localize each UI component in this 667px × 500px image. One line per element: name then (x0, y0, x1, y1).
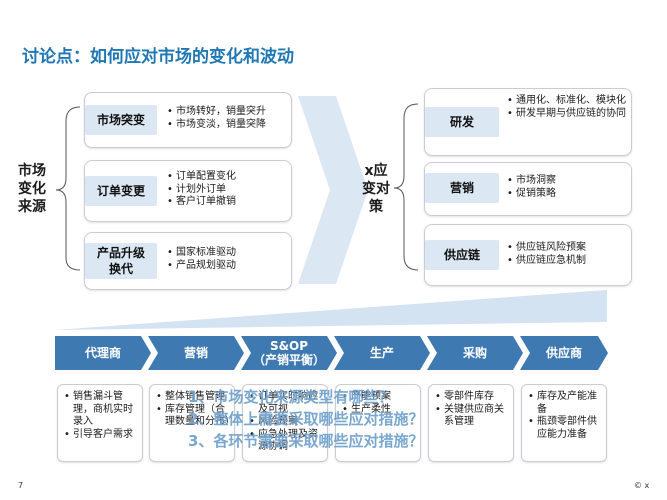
source-bullets-product: 国家标准驱动 产品规划驱动 (167, 247, 289, 272)
list-item: 通用化、标准化、模块化 (507, 95, 627, 108)
source-card-order: 订单变更 订单配置变化 计划外订单 客户订单撤销 (84, 160, 292, 222)
source-side-label-l3: 来源 (18, 199, 46, 215)
list-item: 关键供应商关系管理 (435, 404, 509, 429)
list-item: 市场变淡，销量突降 (167, 119, 289, 132)
funnel-shape (55, 290, 607, 330)
response-tag-supplychain: 供应链 (425, 240, 499, 270)
list-item: 供应链应急机制 (507, 255, 627, 268)
list-item: 客户订单撤销 (167, 196, 289, 209)
center-arrow-fill (298, 96, 362, 284)
process-bullets-sop: 订单实时响应及可视 风险预案 应急处理及资源协调 (249, 391, 323, 454)
list-item: 产品规划驱动 (167, 260, 289, 273)
list-item: 订单配置变化 (167, 171, 289, 184)
source-side-label-l1: 市场 (18, 163, 46, 179)
process-step-purchase: 采购 (427, 336, 523, 370)
process-step-agent: 代理商 (55, 336, 151, 370)
list-item: 供应链风险预案 (507, 242, 627, 255)
source-tag-product-l2: 换代 (108, 262, 133, 276)
process-card-marketing: 整体销售管理 库存管理（合理数量和分布） (149, 384, 235, 462)
list-item: 市场转好，销量突升 (167, 106, 289, 119)
response-side-label-l3: 策 (369, 199, 383, 215)
list-item: 生产柔性 (342, 404, 416, 417)
list-item: 订单实时响应及可视 (249, 391, 323, 416)
response-bullets-supplychain: 供应链风险预案 供应链应急机制 (507, 242, 627, 267)
source-bullets-market: 市场转好，销量突升 市场变淡，销量突降 (167, 106, 289, 131)
list-item: 计划外订单 (167, 184, 289, 197)
list-item: 国家标准驱动 (167, 247, 289, 260)
copyright-mark: © x (634, 481, 650, 490)
response-side-label-l1: x应 (364, 163, 388, 179)
list-item: 整体销售管理 (156, 391, 230, 404)
response-side-label: x应 变对 策 (354, 162, 398, 216)
process-bullets-agent: 销售漏斗管理，商机实时录入 引导客户需求 (64, 391, 138, 441)
question-3: 3、各环节需要采取哪些应对措施？ (188, 432, 424, 450)
process-step-sop-l2: （产销平衡） (252, 353, 325, 367)
page-number: 7 (18, 481, 24, 490)
list-item: 促销策略 (507, 188, 627, 201)
response-bullets-marketing: 市场洞察 促销策略 (507, 175, 627, 200)
right-bracket (393, 103, 419, 271)
list-item: 库存管理（合理数量和分布） (156, 404, 235, 429)
process-bullets-supplier: 库存及产能准备 瓶颈零部件供应能力准备 (528, 391, 602, 441)
process-card-agent: 销售漏斗管理，商机实时录入 引导客户需求 (57, 384, 143, 462)
process-step-sop: S&OP （产销平衡） (241, 336, 337, 370)
question-2: 2、整体上需要采取哪些应对措施？ (188, 410, 424, 428)
source-tag-market: 市场突变 (85, 105, 157, 135)
list-item: 风险预案 (249, 416, 323, 429)
response-tag-rnd: 研发 (425, 107, 499, 137)
process-card-purchase: 零部件库存 关键供应商关系管理 (428, 384, 514, 462)
list-item: 零部件库存 (435, 391, 509, 404)
response-tag-marketing: 营销 (425, 173, 499, 203)
process-card-production: 产能预案 生产柔性 (335, 384, 421, 462)
source-tag-order: 订单变更 (85, 176, 157, 206)
response-card-supplychain: 供应链 供应链风险预案 供应链应急机制 (424, 224, 632, 286)
question-1: 1、市场变化来源类型有哪些？ (188, 388, 394, 406)
left-bracket (55, 106, 81, 271)
process-step-supplier: 供应商 (520, 336, 608, 370)
process-step-sop-l1: S&OP (269, 339, 309, 353)
source-tag-product-l1: 产品升级 (96, 246, 145, 260)
list-item: 销售漏斗管理，商机实时录入 (64, 391, 138, 429)
process-bullets-purchase: 零部件库存 关键供应商关系管理 (435, 391, 509, 429)
list-item: 瓶颈零部件供应能力准备 (528, 416, 602, 441)
response-card-marketing: 营销 市场洞察 促销策略 (424, 162, 632, 216)
page-title: 讨论点：如何应对市场的变化和波动 (22, 47, 294, 67)
response-side-label-l2: 变对 (362, 181, 390, 197)
source-side-label: 市场 变化 来源 (8, 162, 56, 216)
process-bullets-marketing: 整体销售管理 库存管理（合理数量和分布） (156, 391, 235, 429)
source-bullets-order: 订单配置变化 计划外订单 客户订单撤销 (167, 171, 289, 209)
source-tag-product: 产品升级 换代 (85, 243, 157, 279)
process-bullets-production: 产能预案 生产柔性 (342, 391, 416, 416)
list-item: 引导客户需求 (64, 429, 138, 442)
response-bullets-rnd: 通用化、标准化、模块化 研发早期与供应链的协同 (507, 95, 627, 120)
process-step-marketing: 营销 (148, 336, 244, 370)
response-card-rnd: 研发 通用化、标准化、模块化 研发早期与供应链的协同 (424, 88, 632, 156)
source-card-market: 市场突变 市场转好，销量突升 市场变淡，销量突降 (84, 92, 292, 148)
process-card-supplier: 库存及产能准备 瓶颈零部件供应能力准备 (521, 384, 607, 462)
list-item: 应急处理及资源协调 (249, 429, 323, 454)
process-step-production: 生产 (334, 336, 430, 370)
list-item: 库存及产能准备 (528, 391, 602, 416)
source-side-label-l2: 变化 (18, 181, 46, 197)
list-item: 研发早期与供应链的协同 (507, 108, 627, 121)
list-item: 市场洞察 (507, 175, 627, 188)
process-card-sop: 订单实时响应及可视 风险预案 应急处理及资源协调 (242, 384, 328, 462)
list-item: 产能预案 (342, 391, 416, 404)
source-card-product: 产品升级 换代 国家标准驱动 产品规划驱动 (84, 232, 292, 290)
